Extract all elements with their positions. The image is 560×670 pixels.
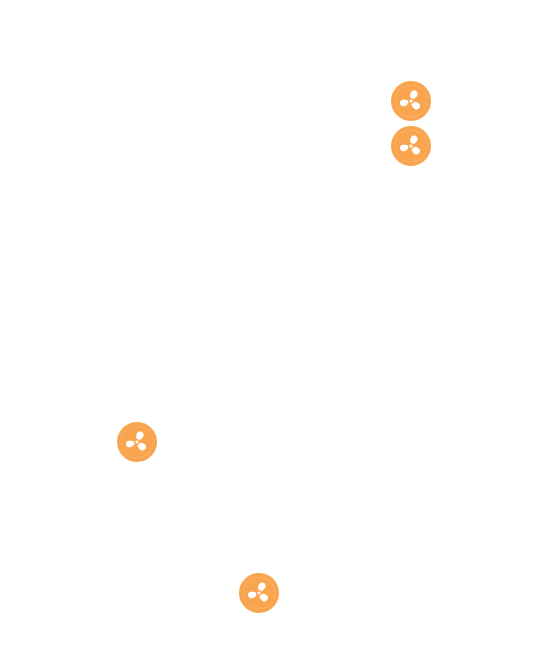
fan-icon [238,572,280,614]
fan-marker[interactable] [116,421,158,463]
fan-marker[interactable] [390,80,432,122]
fan-icon [116,421,158,463]
fan-marker[interactable] [390,125,432,167]
fan-icon [390,80,432,122]
fan-icon [390,125,432,167]
fan-marker[interactable] [238,572,280,614]
